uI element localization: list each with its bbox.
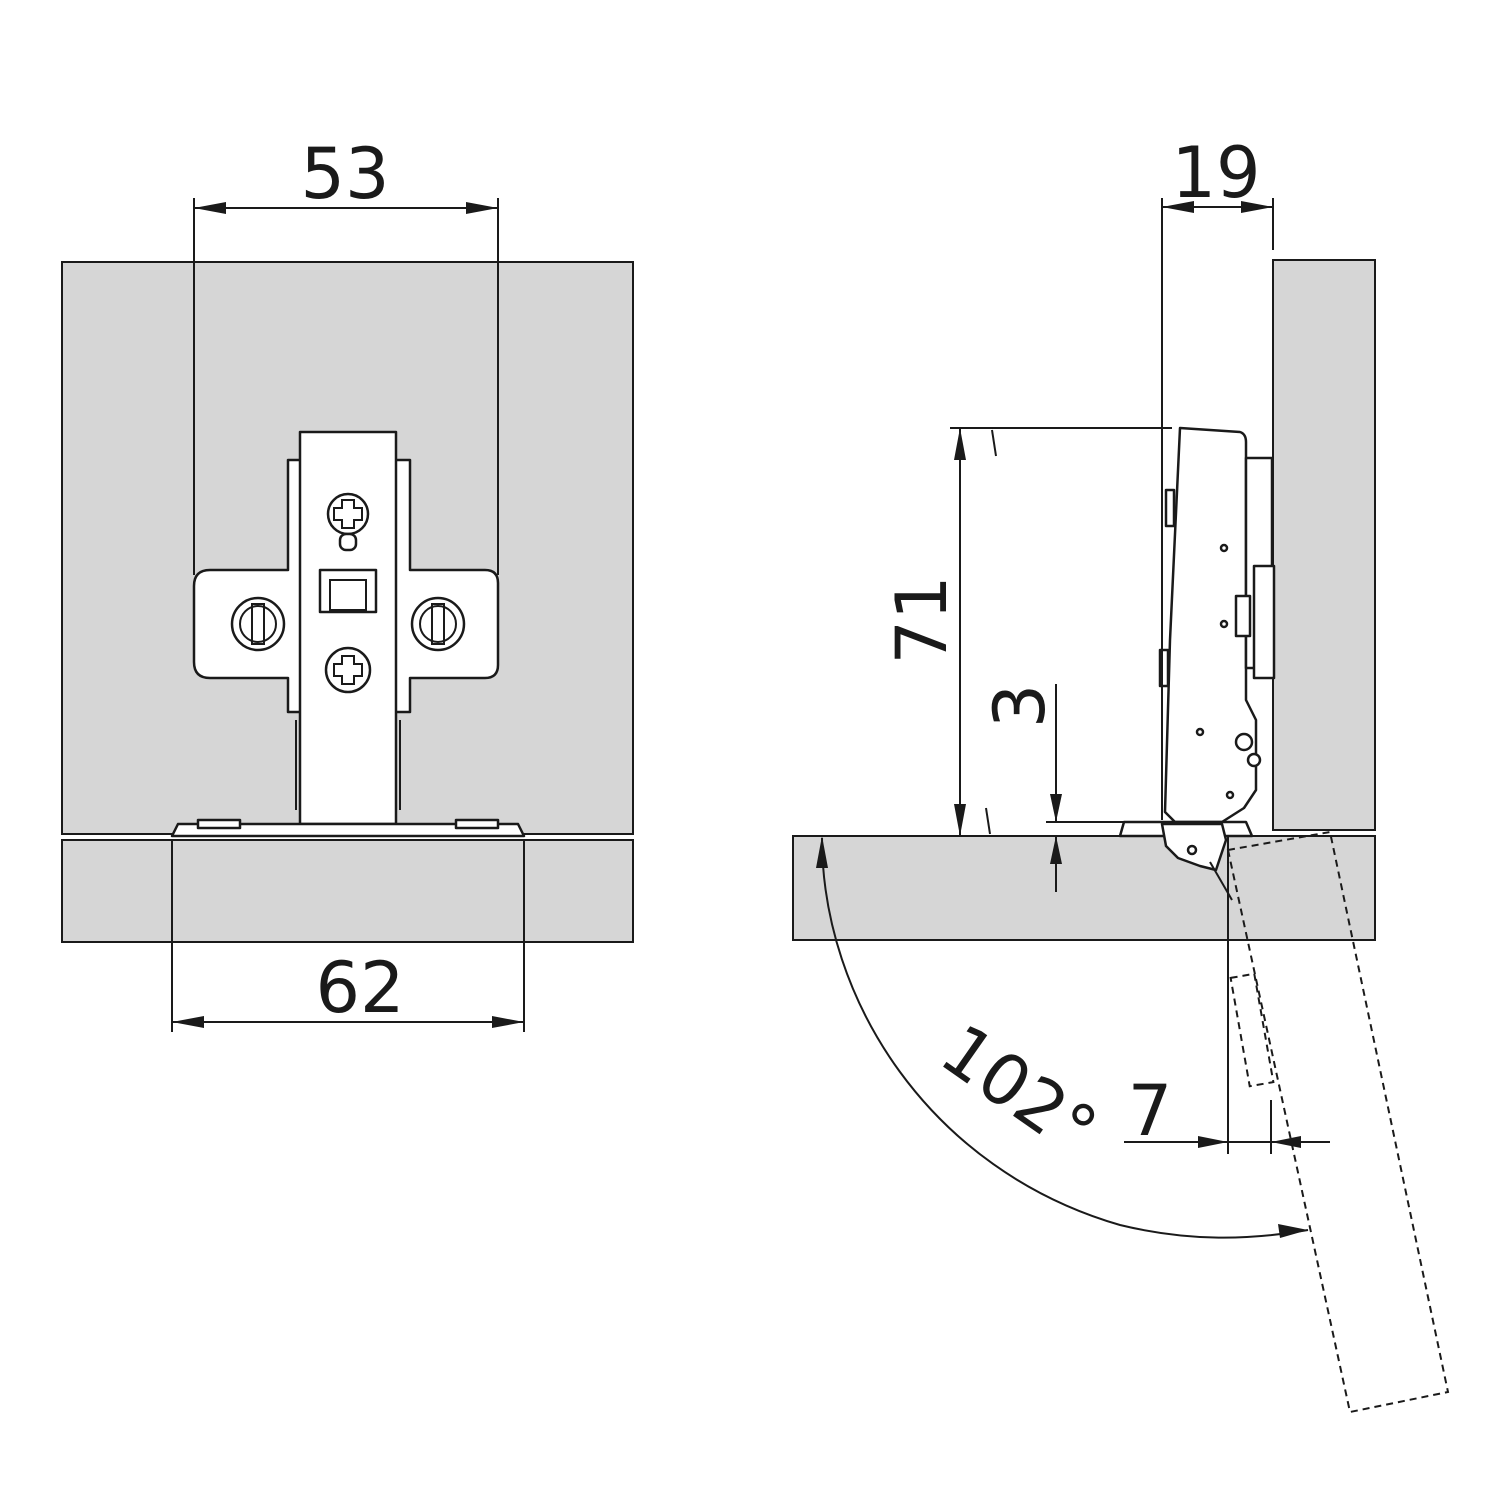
door-open-outline: [1226, 830, 1450, 1414]
dimension-7-label: 7: [1128, 1070, 1173, 1152]
screw-right-icon: [410, 596, 466, 652]
dimension-19-label: 19: [1171, 132, 1260, 214]
dimension-7: 7: [1124, 836, 1330, 1154]
screw-top-icon: [326, 492, 370, 536]
screw-bottom-icon: [324, 646, 372, 694]
side-view: 19 71 3 7: [792, 132, 1450, 1414]
dimension-62: 62: [171, 840, 525, 1032]
dimension-71: 71: [881, 427, 1172, 836]
dimension-19: 19: [1161, 132, 1274, 820]
angle-102-label: 102°: [926, 1008, 1111, 1172]
cabinet-bottom-panel: [61, 839, 634, 943]
hinge-arm: [298, 430, 398, 826]
screw-left-icon: [230, 596, 286, 652]
front-view: 53 62: [61, 133, 634, 1032]
dimension-3-label: 3: [979, 684, 1061, 729]
cabinet-bottom-panel-side: [792, 835, 1376, 941]
adjustment-slot: [318, 568, 378, 614]
dimension-71-label: 71: [881, 575, 963, 664]
dimension-3: 3: [979, 684, 1162, 892]
hinge-base-strip: [170, 822, 526, 838]
cabinet-side-panel-side: [1272, 259, 1376, 831]
dimension-62-label: 62: [315, 947, 404, 1029]
dimension-53: 53: [193, 133, 499, 575]
dimension-53-label: 53: [300, 133, 389, 215]
